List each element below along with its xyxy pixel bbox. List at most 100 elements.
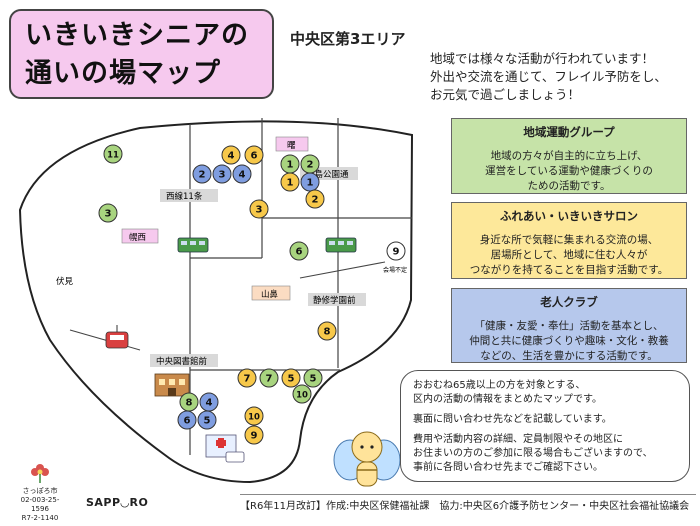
marker-number: 7 <box>244 374 251 385</box>
district-label-yamahana: 山鼻 <box>261 289 279 300</box>
activity-marker-blue[interactable] <box>192 164 212 184</box>
legend-senior-club: 老人クラブ 「健康・友愛・奉仕」活動を基本とし、 仲間と共に健康づくりや趣味・文… <box>451 288 687 363</box>
ropeway-icon <box>105 325 129 349</box>
legend-title: 老人クラブ <box>540 295 598 309</box>
activity-marker-yellow[interactable] <box>244 145 264 165</box>
marker-number: 6 <box>251 151 258 162</box>
info-line: お住まいの方のご参加に限る場合もございますので、 <box>413 448 653 459</box>
activity-marker-green[interactable] <box>259 368 279 388</box>
hospital-icon <box>205 434 245 463</box>
mascot-icon <box>333 431 401 487</box>
activity-marker-green[interactable] <box>98 203 118 223</box>
marker-number: 3 <box>256 205 263 216</box>
marker-number: 5 <box>288 374 295 385</box>
marker-number: 1 <box>287 160 294 171</box>
legend-line: 「健康・友愛・奉仕」活動を基本とし、 <box>474 320 664 332</box>
activity-marker-green[interactable] <box>103 144 123 164</box>
marker-number: 4 <box>239 170 246 181</box>
activity-marker-blue[interactable] <box>177 410 197 430</box>
activity-marker-yellow[interactable] <box>244 406 264 426</box>
activity-marker-yellow[interactable] <box>317 321 337 341</box>
marker-number: 7 <box>266 374 273 385</box>
activity-marker-yellow[interactable] <box>305 189 325 209</box>
city-code: 02-003-25-1596 <box>20 496 60 513</box>
marker-number: 4 <box>206 398 213 409</box>
activity-marker-blue[interactable] <box>212 164 232 184</box>
area-label-fushimi: 伏見 <box>56 276 74 287</box>
activity-marker-yellow[interactable] <box>281 368 301 388</box>
legend-line: 居場所として、地域に住む人々が <box>490 249 648 261</box>
activity-marker-white[interactable] <box>386 241 406 261</box>
marker-number: 8 <box>186 398 193 409</box>
marker-number: 6 <box>184 416 191 427</box>
activity-marker-green[interactable] <box>289 241 309 261</box>
label-bg <box>121 228 159 244</box>
marker-number: 9 <box>393 247 400 258</box>
info-line: 裏面に問い合わせ先などを記載しています。 <box>413 414 612 425</box>
tram-icon <box>177 237 209 253</box>
legend-line: つながりを持てることを目指す活動です。 <box>469 264 669 276</box>
marker-number: 9 <box>251 431 258 442</box>
marker-number: 4 <box>228 151 235 162</box>
legend-line: 地域の方々が自主的に立ち上げ、 <box>490 150 648 162</box>
intro-line: 外出や交流を通じて、フレイル予防をし、 <box>430 69 667 84</box>
intro-line: お元気で過ごしましょう！ <box>430 87 581 102</box>
info-line: 事前に各問い合わせ先までご確認下さい。 <box>413 462 603 473</box>
activity-marker-yellow[interactable] <box>237 368 257 388</box>
legend-title: ふれあい・いきいきサロン <box>500 209 638 223</box>
marker-number: 10 <box>248 413 260 423</box>
sapporo-logo: SAPP◡RO <box>86 496 149 509</box>
district-label-horohira: 幌西 <box>129 232 146 243</box>
label-bg <box>275 136 309 152</box>
marker-number: 2 <box>307 160 314 171</box>
marker-number: 2 <box>312 195 319 206</box>
title-line-1: いきいきシニアの <box>25 20 249 51</box>
city-code: R7-2-1140 <box>21 514 59 522</box>
marker-number: 6 <box>296 247 303 258</box>
marker-number: 10 <box>296 391 308 401</box>
tram-icon <box>325 237 357 253</box>
legend-title: 地域運動グループ <box>523 125 615 139</box>
label-bg <box>308 293 366 306</box>
activity-marker-green[interactable] <box>303 368 323 388</box>
legend-exercise-group: 地域運動グループ 地域の方々が自主的に立ち上げ、 運営をしている運動や健康づくり… <box>451 118 687 194</box>
info-line: 費用や活動内容の詳細、定員制限やその地区に <box>413 434 623 445</box>
marker-note: 会場不定 <box>383 266 407 274</box>
marker-number: 5 <box>204 416 211 427</box>
marker-number: 8 <box>324 327 331 338</box>
activity-marker-yellow[interactable] <box>280 172 300 192</box>
city-name: さっぽろ市 <box>22 487 58 495</box>
ropeway-line <box>69 329 141 351</box>
activity-marker-yellow[interactable] <box>221 145 241 165</box>
activity-marker-blue[interactable] <box>232 164 252 184</box>
flower-icon <box>31 464 49 483</box>
activity-marker-yellow[interactable] <box>249 199 269 219</box>
label-bg <box>150 354 218 367</box>
station-label-nishi11: 西線11条 <box>166 191 203 202</box>
marker-number: 3 <box>105 209 112 220</box>
title-box: いきいきシニアの 通いの場マップ <box>9 9 274 99</box>
activity-marker-blue[interactable] <box>197 410 217 430</box>
intro-line: 地域では様々な活動が行われています！ <box>430 51 655 66</box>
info-line: 区内の活動の情報をまとめたマップです。 <box>413 394 602 405</box>
marker-number: 2 <box>199 170 206 181</box>
legend-line: などの、生活を豊かにする活動です。 <box>480 350 658 362</box>
leader-line <box>299 261 386 279</box>
district-label-akebono: 曙 <box>287 141 296 151</box>
footer-divider <box>240 494 696 495</box>
city-seal: さっぽろ市 02-003-25-1596 R7-2-1140 <box>20 460 60 523</box>
title-line-2: 通いの場マップ <box>25 58 221 89</box>
marker-number: 11 <box>107 151 119 161</box>
marker-number: 3 <box>219 170 226 181</box>
label-bg <box>251 285 291 301</box>
legend-line: 運営をしている運動や健康づくりの <box>485 165 653 177</box>
activity-marker-green[interactable] <box>292 384 312 404</box>
marker-number: 1 <box>307 178 314 189</box>
activity-marker-yellow[interactable] <box>244 425 264 445</box>
area-boundary <box>18 120 414 484</box>
legend-line: ための活動です。 <box>527 180 611 192</box>
intro-text: 地域では様々な活動が行われています！ 外出や交流を通じて、フレイル予防をし、 お… <box>430 50 692 104</box>
station-label-nakajima: 中島公園通 <box>306 169 349 180</box>
